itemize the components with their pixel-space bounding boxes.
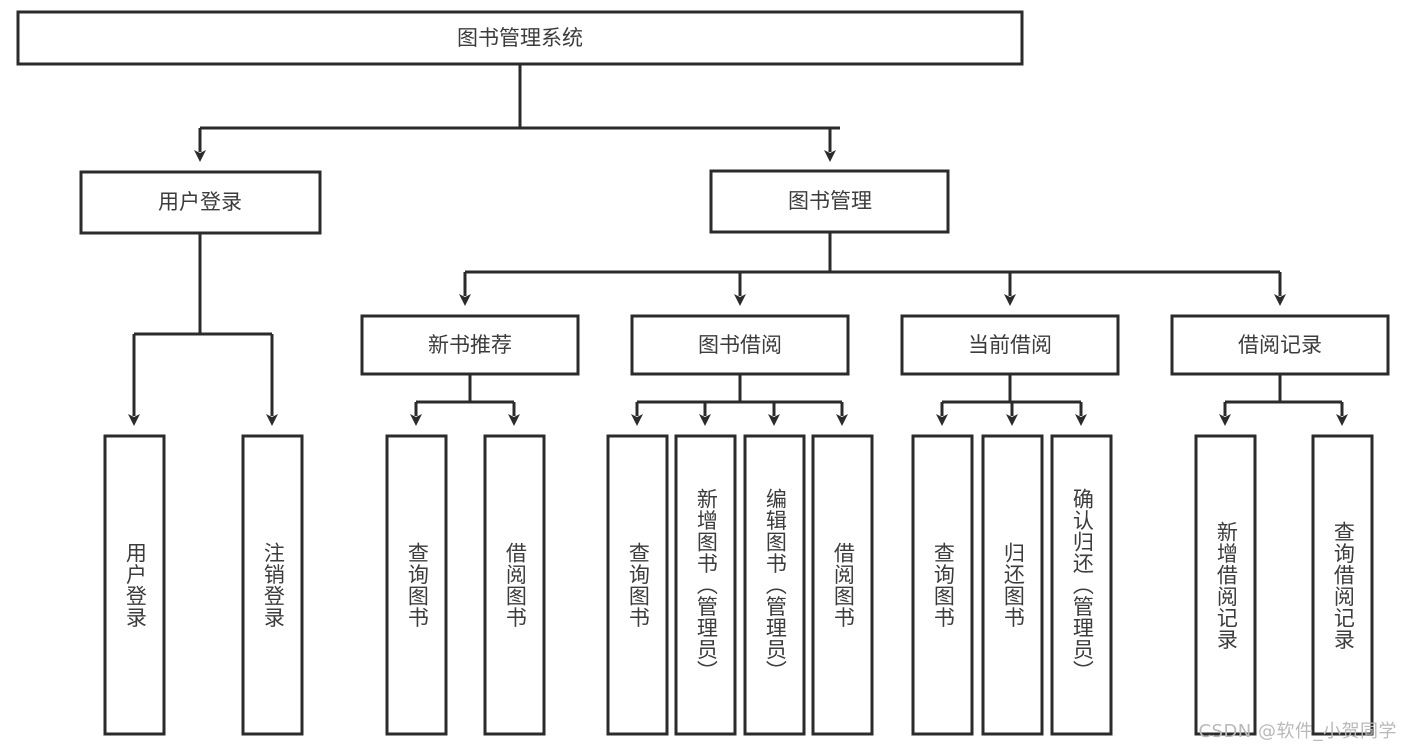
node-current-borrow[interactable]: 当前借阅: [900, 314, 1120, 376]
node-root-label: 图书管理系统: [457, 26, 583, 50]
leaf-box-query-record[interactable]: [1311, 434, 1374, 736]
node-book-borrow[interactable]: 图书借阅: [630, 314, 850, 376]
leaf-box-return-book[interactable]: [981, 434, 1044, 736]
leaf-box-confirm-return[interactable]: [1050, 434, 1113, 736]
leaf-box-query-book-borrow[interactable]: [606, 434, 669, 736]
leaf-box-borrow-book-rec[interactable]: [483, 434, 546, 736]
node-root[interactable]: 图书管理系统: [16, 10, 1024, 66]
node-new-book-rec[interactable]: 新书推荐: [360, 314, 580, 376]
connector-current-borrow-to-leaves: [936, 374, 1087, 426]
connector-root-to-level1: [194, 64, 840, 162]
leaf-boxes: [103, 434, 1374, 736]
node-user-login-label: 用户登录: [158, 190, 242, 214]
leaf-box-add-record[interactable]: [1194, 434, 1257, 736]
node-book-manage-label: 图书管理: [788, 189, 872, 213]
node-book-borrow-label: 图书借阅: [698, 333, 782, 357]
connector-new-book-rec-to-leaves: [410, 374, 520, 426]
leaf-box-edit-book[interactable]: [743, 434, 806, 736]
connector-book-manage-to-level2: [459, 232, 1286, 306]
csdn-watermark: CSDN @软件_小贺同学: [1198, 721, 1397, 742]
node-borrow-record[interactable]: 借阅记录: [1170, 314, 1390, 376]
node-book-manage[interactable]: 图书管理: [709, 169, 950, 234]
leaf-box-query-book-cur[interactable]: [911, 434, 974, 736]
leaf-box-borrow-book[interactable]: [811, 434, 874, 736]
connector-user-login-to-leaves: [128, 233, 278, 426]
node-current-borrow-label: 当前借阅: [968, 333, 1052, 357]
connector-book-borrow-to-leaves: [631, 374, 848, 426]
node-user-login[interactable]: 用户登录: [79, 170, 322, 235]
leaf-box-logout[interactable]: [241, 434, 304, 736]
node-new-book-rec-label: 新书推荐: [428, 333, 512, 357]
leaf-box-user-login[interactable]: [103, 434, 166, 736]
leaf-box-add-book[interactable]: [674, 434, 737, 736]
connector-borrow-record-to-leaves: [1219, 374, 1348, 426]
node-borrow-record-label: 借阅记录: [1238, 333, 1322, 357]
leaf-box-query-book-rec[interactable]: [385, 434, 448, 736]
